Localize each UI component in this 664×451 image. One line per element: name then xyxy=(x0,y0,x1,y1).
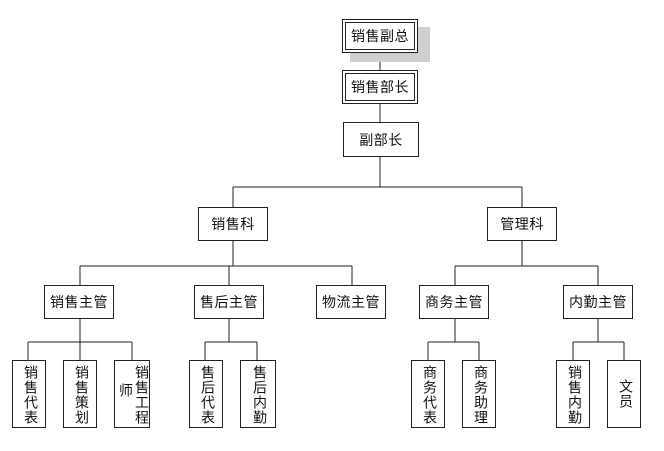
mgmt-dept-box: 管理科 xyxy=(487,207,557,241)
internal-supervisor-label: 内勤主管 xyxy=(569,295,627,311)
sales-engineer-label-b: 师 xyxy=(117,383,133,398)
sales-internal-label: 销售内勤 xyxy=(566,365,582,425)
sales-minister-label: 销售部长 xyxy=(351,80,409,96)
sales-supervisor-box: 销售主管 xyxy=(44,285,114,319)
internal-supervisor-box: 内勤主管 xyxy=(563,285,633,319)
sales-planning-label: 销售策划 xyxy=(73,365,89,425)
aftersales-rep-box: 售后代表 xyxy=(189,360,223,428)
vice-minister-label: 副部长 xyxy=(359,132,403,149)
sales-internal-box: 销售内勤 xyxy=(556,360,590,428)
aftersales-rep-label: 售后代表 xyxy=(199,365,215,425)
sales-engineer-label-a: 销售工程 xyxy=(133,365,149,425)
logistics-supervisor-label: 物流主管 xyxy=(322,295,380,311)
mgmt-dept-label: 管理科 xyxy=(500,217,544,233)
sales-rep-box: 销售代表 xyxy=(12,360,46,428)
sales-planning-box: 销售策划 xyxy=(63,360,97,428)
aftersales-supervisor-label: 售后主管 xyxy=(200,295,258,311)
business-supervisor-box: 商务主管 xyxy=(419,285,489,319)
business-rep-label: 商务代表 xyxy=(421,365,437,425)
logistics-supervisor-box: 物流主管 xyxy=(316,285,386,319)
aftersales-internal-label: 售后内勤 xyxy=(251,365,267,425)
aftersales-supervisor-box: 售后主管 xyxy=(194,285,264,319)
sales-rep-label: 销售代表 xyxy=(22,365,38,425)
clerk-label: 文员 xyxy=(617,379,633,409)
sales-minister-box: 销售部长 xyxy=(342,70,418,104)
sales-dept-label: 销售科 xyxy=(211,217,255,233)
business-assistant-box: 商务助理 xyxy=(462,360,496,428)
sales-dept-box: 销售科 xyxy=(198,207,268,241)
sales-supervisor-label: 销售主管 xyxy=(50,295,108,311)
clerk-box: 文员 xyxy=(607,360,641,428)
vp-sales-label: 销售副总 xyxy=(351,29,409,45)
aftersales-internal-box: 售后内勤 xyxy=(240,360,276,428)
business-assistant-label: 商务助理 xyxy=(472,365,488,425)
business-supervisor-label: 商务主管 xyxy=(425,295,483,311)
sales-engineer-box: 销售工程 师 xyxy=(114,360,150,428)
vice-minister-box: 副部长 xyxy=(343,122,419,157)
business-rep-box: 商务代表 xyxy=(411,360,445,428)
vp-sales-box: 销售副总 xyxy=(342,19,418,53)
